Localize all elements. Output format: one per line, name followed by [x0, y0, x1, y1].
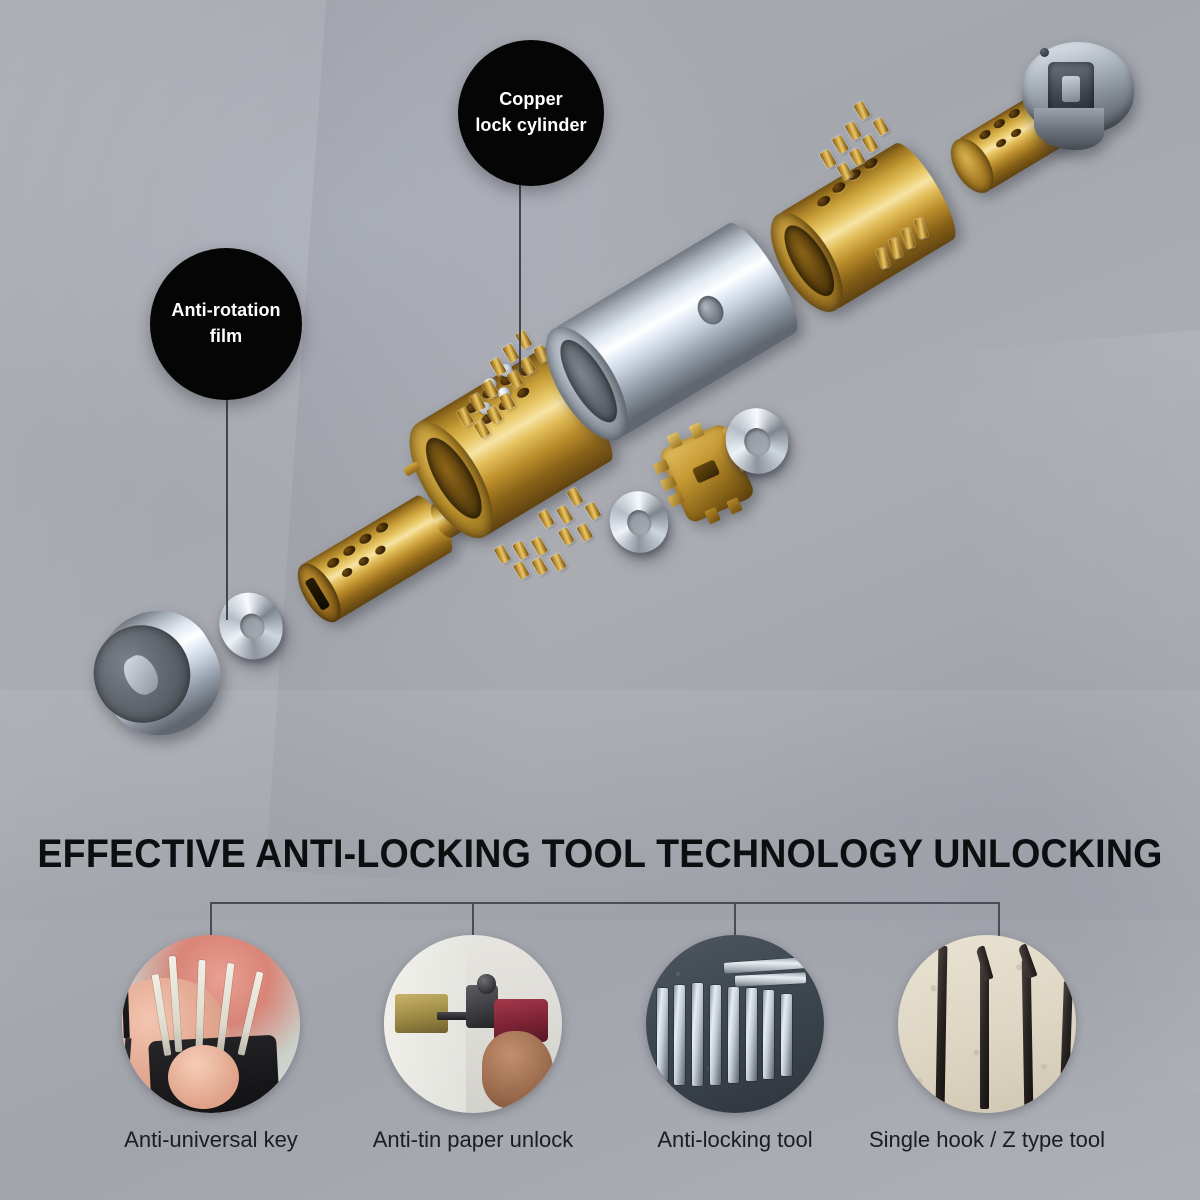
- callout-line-2: film: [209, 326, 243, 346]
- headline-title: EFFECTIVE ANTI-LOCKING TOOL TECHNOLOGY U…: [37, 832, 1163, 876]
- callout-copper-lock-cylinder-text: Copper lock cylinder: [475, 87, 586, 138]
- feature-image-single-hook-z-type-tool: [898, 935, 1076, 1113]
- feature-caption: Anti-universal key: [124, 1127, 298, 1152]
- feature-caption: Anti-locking tool: [657, 1127, 813, 1152]
- feature-item-anti-universal-key[interactable]: Anti-universal key: [86, 935, 336, 1153]
- exploded-lock-assembly-illustration: [75, 32, 1162, 757]
- callout-anti-rotation-film-text: Anti-rotation film: [171, 298, 280, 349]
- callout-anti-rotation-film: Anti-rotation film: [150, 248, 302, 400]
- bracket-branch: [210, 902, 212, 944]
- feature-image-anti-tin-paper-unlock: [384, 935, 562, 1113]
- chrome-tailpiece-cam-part: [1012, 32, 1162, 182]
- callout-leader-line-copper-lock-cylinder: [519, 182, 521, 372]
- callout-line-2: lock cylinder: [475, 115, 587, 135]
- callout-copper-lock-cylinder: Copper lock cylinder: [458, 40, 604, 186]
- anti-rotation-disc-part: [75, 589, 242, 757]
- split-ring-upper-part: [716, 399, 798, 483]
- split-ring-lower-part: [601, 482, 682, 563]
- bracket-horizontal-bar: [210, 902, 1000, 904]
- callout-line-1: Anti-rotation: [171, 300, 281, 321]
- callout-line-1: Copper: [499, 89, 563, 110]
- bracket-branch: [998, 902, 1000, 944]
- feature-item-anti-tin-paper-unlock[interactable]: Anti-tin paper unlock: [348, 935, 598, 1153]
- feature-bracket: [210, 902, 1000, 954]
- bracket-branch: [472, 902, 474, 944]
- feature-item-anti-locking-tool[interactable]: Anti-locking tool: [610, 935, 860, 1153]
- feature-image-anti-locking-tool: [646, 935, 824, 1113]
- feature-thumbnail-row: Anti-universal key Anti-tin paper unlock: [0, 935, 1200, 1185]
- callout-leader-line-anti-rotation-film: [226, 388, 228, 620]
- feature-caption: Single hook / Z type tool: [868, 1127, 1106, 1152]
- feature-caption: Anti-tin paper unlock: [372, 1127, 574, 1152]
- feature-item-single-hook-z-type-tool[interactable]: Single hook / Z type tool: [862, 935, 1112, 1153]
- bracket-branch: [734, 902, 736, 944]
- feature-image-anti-universal-key: [122, 935, 300, 1113]
